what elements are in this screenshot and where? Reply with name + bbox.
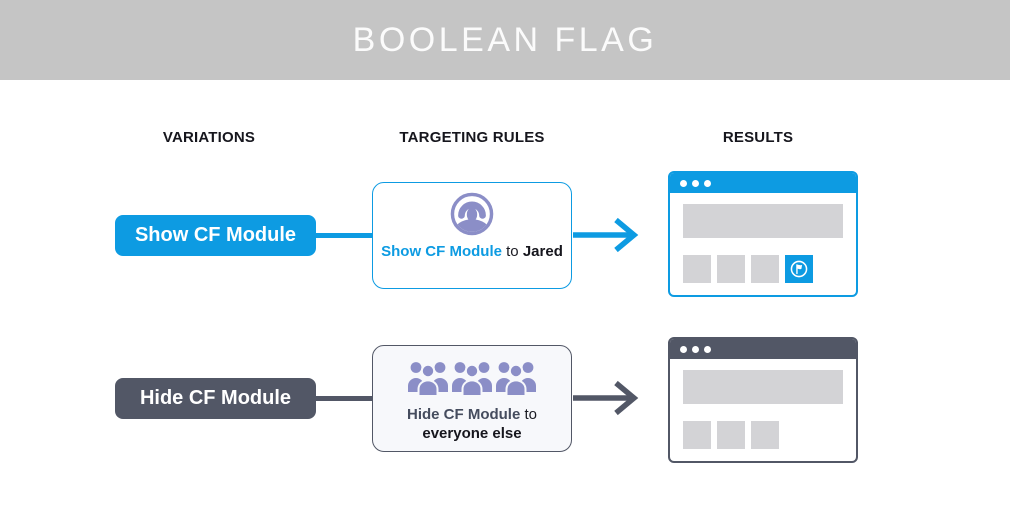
result-browser-show (668, 171, 858, 297)
traffic-light-dot (704, 345, 711, 353)
single-user-headset-icon (450, 192, 494, 236)
hero-placeholder (683, 370, 843, 404)
crowd-icon (408, 362, 536, 397)
browser-titlebar (670, 173, 856, 193)
result-browser-hide (668, 337, 858, 463)
traffic-light-dot (704, 179, 711, 187)
module-row (683, 255, 856, 283)
arrow-hide (573, 380, 639, 416)
module-placeholder (717, 255, 745, 283)
traffic-light-dot (680, 179, 687, 187)
page-title: BOOLEAN FLAG (352, 20, 658, 59)
arrow-show (573, 217, 639, 253)
rule-text-line1: Hide CF Module to (407, 405, 537, 424)
traffic-light-dot (692, 345, 699, 353)
rule-connector-word: to (506, 243, 519, 260)
column-header-variations: VARIATIONS (162, 129, 256, 146)
rule-text-line2: everyone else (407, 424, 537, 443)
traffic-light-dot (680, 345, 687, 353)
module-placeholder (683, 255, 711, 283)
variation-pill-hide: Hide CF Module (115, 378, 316, 419)
targeting-rule-card-show: Show CF Module to Jared (372, 182, 572, 289)
connector-line-show (316, 233, 372, 238)
browser-titlebar (670, 339, 856, 359)
targeting-rule-text-show: Show CF Module to Jared (381, 242, 563, 261)
module-placeholder (751, 255, 779, 283)
cf-flag-module (785, 255, 813, 283)
variation-pill-show: Show CF Module (115, 215, 316, 256)
rule-flag-name: Show CF Module (381, 243, 502, 260)
rule-flag-name: Hide CF Module (406, 406, 521, 423)
column-header-targeting-rules: TARGETING RULES (399, 129, 545, 146)
module-row (683, 421, 856, 449)
rule-audience: Jared (522, 243, 563, 260)
targeting-rule-text-hide: Hide CF Module to everyone else (407, 405, 537, 443)
targeting-rule-card-hide: Hide CF Module to everyone else (372, 345, 572, 452)
connector-line-hide (316, 396, 372, 401)
module-placeholder (717, 421, 745, 449)
variation-pill-hide-label: Hide CF Module (139, 387, 292, 409)
rule-audience: everyone else (422, 425, 522, 442)
flag-icon (790, 260, 808, 278)
rule-connector-word: to (524, 406, 537, 423)
module-placeholder (751, 421, 779, 449)
variation-pill-show-label: Show CF Module (134, 224, 297, 246)
module-placeholder (683, 421, 711, 449)
traffic-light-dot (692, 179, 699, 187)
column-header-results: RESULTS (722, 129, 794, 146)
hero-placeholder (683, 204, 843, 238)
title-banner: BOOLEAN FLAG (0, 0, 1010, 80)
